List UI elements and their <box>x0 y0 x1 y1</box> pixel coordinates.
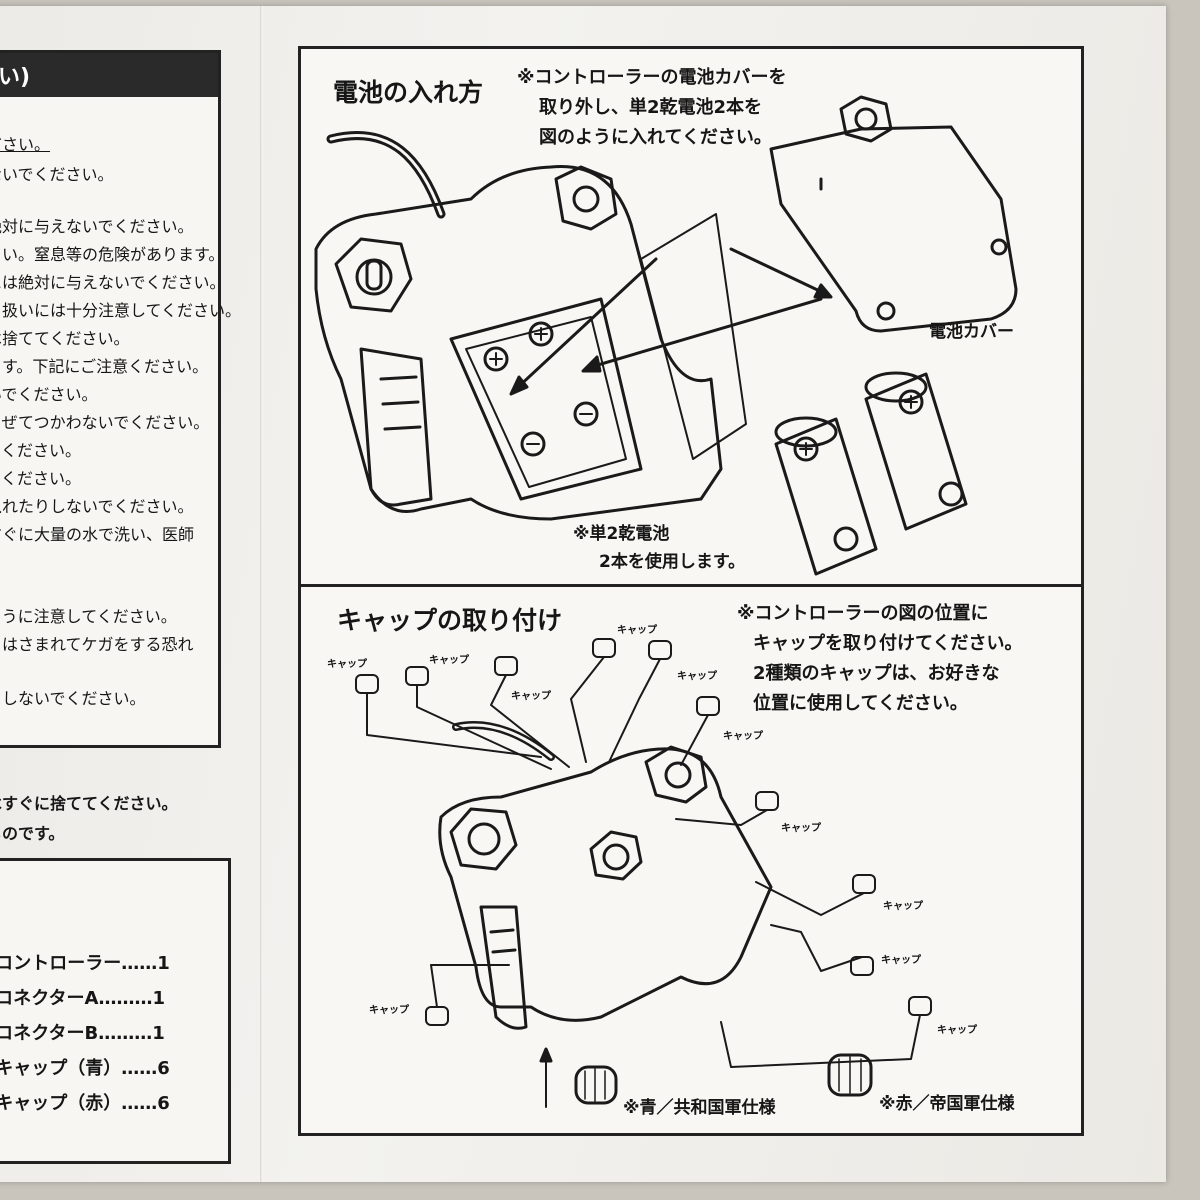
caution-line: いように注意してください。 <box>0 607 177 626</box>
battery-note-1: ※単2乾電池 <box>573 524 670 544</box>
caution-line: してください。 <box>0 441 82 460</box>
cap-instruction-3: 2種類のキャップは、お好きな <box>753 663 1000 684</box>
caution-line: ください。 <box>0 135 51 154</box>
cap-title: キャップの取り付け <box>337 606 563 635</box>
cap-label: キャップ <box>369 1005 409 1016</box>
caution-line: たりしないでください。 <box>0 689 146 708</box>
part-item: ②コネクターA………1 <box>0 988 165 1009</box>
caution-line: 取り扱いには十分注意してください。 <box>0 301 242 320</box>
disposal-note: 後はすぐに捨ててください。 <box>0 794 178 813</box>
blue-cap-label: ※青／共和国軍仕様 <box>623 1098 776 1118</box>
caution-line: はすぐに大量の水で洗い、医師 <box>0 525 195 544</box>
caution-line: 様には絶対に与えないでください。 <box>0 273 226 292</box>
caution-box: うい) ください。 れないでください。 は絶対に与えないでください。 ださい。窒… <box>0 50 241 748</box>
part-item: ③コネクターB………1 <box>0 1023 165 1044</box>
cap-label: キャップ <box>677 671 717 682</box>
caution-line: ないでください。 <box>0 385 98 404</box>
cap-label: キャップ <box>617 625 657 636</box>
cap-label: キャップ <box>781 823 821 834</box>
caution-line: れないでください。 <box>0 165 114 184</box>
battery-panel: 電池の入れ方 ※コントローラーの電池カバーを 取り外し、単2乾電池2本を 図のよ… <box>298 46 1084 588</box>
cap-label: キャップ <box>883 901 923 912</box>
caution-line: ズは捨ててください。 <box>0 329 130 348</box>
cap-label: キャップ <box>327 659 367 670</box>
instruction-sheet: うい) ください。 れないでください。 は絶対に与えないでください。 ださい。窒… <box>0 6 1166 1182</box>
cap-label: キャップ <box>881 955 921 966</box>
cap-label: キャップ <box>429 655 469 666</box>
battery-title: 電池の入れ方 <box>333 78 484 107</box>
part-item: ⑤キャップ（赤）……6 <box>0 1093 170 1114</box>
caution-line: をまぜてつかわないでください。 <box>0 413 210 432</box>
caution-line: ださい。窒息等の危険があります。 <box>0 245 225 264</box>
part-item: ①コントローラー……1 <box>0 953 170 974</box>
cap-label: キャップ <box>937 1025 977 1036</box>
caution-line: は絶対に与えないでください。 <box>0 217 194 236</box>
cap-instruction-2: キャップを取り付けてください。 <box>753 633 1023 654</box>
cap-panel: キャップの取り付け ※コントローラーの図の位置に キャップを取り付けてください。… <box>298 584 1084 1136</box>
caution-line: してください。 <box>0 469 82 488</box>
battery-instruction-1: ※コントローラーの電池カバーを <box>517 67 787 88</box>
caution-heading: うい) <box>0 65 31 90</box>
caution-line: に入れたりしないでください。 <box>0 497 194 516</box>
disposal-note-2: のものです。 <box>0 824 65 843</box>
fold-line <box>260 6 263 1182</box>
cap-instruction-1: ※コントローラーの図の位置に <box>737 603 989 624</box>
battery-instruction-3: 図のように入れてください。 <box>539 127 772 148</box>
battery-cover-label: 電池カバー <box>929 322 1014 342</box>
caution-header: うい) <box>0 53 218 97</box>
caution-line: い。はさまれてケガをする恐れ <box>0 635 194 654</box>
part-item: ④キャップ（青）……6 <box>0 1058 170 1079</box>
cap-label: キャップ <box>723 731 763 742</box>
caution-line: ります。下記にご注意ください。 <box>0 357 209 376</box>
cap-illustration <box>355 638 932 1108</box>
battery-instruction-2: 取り外し、単2乾電池2本を <box>539 97 763 118</box>
battery-note-2: 2本を使用します。 <box>599 552 746 572</box>
parts-list-box: ①コントローラー……1 ②コネクターA………1 ③コネクターB………1 ④キャッ… <box>0 858 231 1164</box>
red-cap-label: ※赤／帝国軍仕様 <box>879 1094 1015 1114</box>
cap-instruction-4: 位置に使用してください。 <box>753 693 968 714</box>
cap-label: キャップ <box>511 691 551 702</box>
battery-illustration <box>314 95 1018 576</box>
